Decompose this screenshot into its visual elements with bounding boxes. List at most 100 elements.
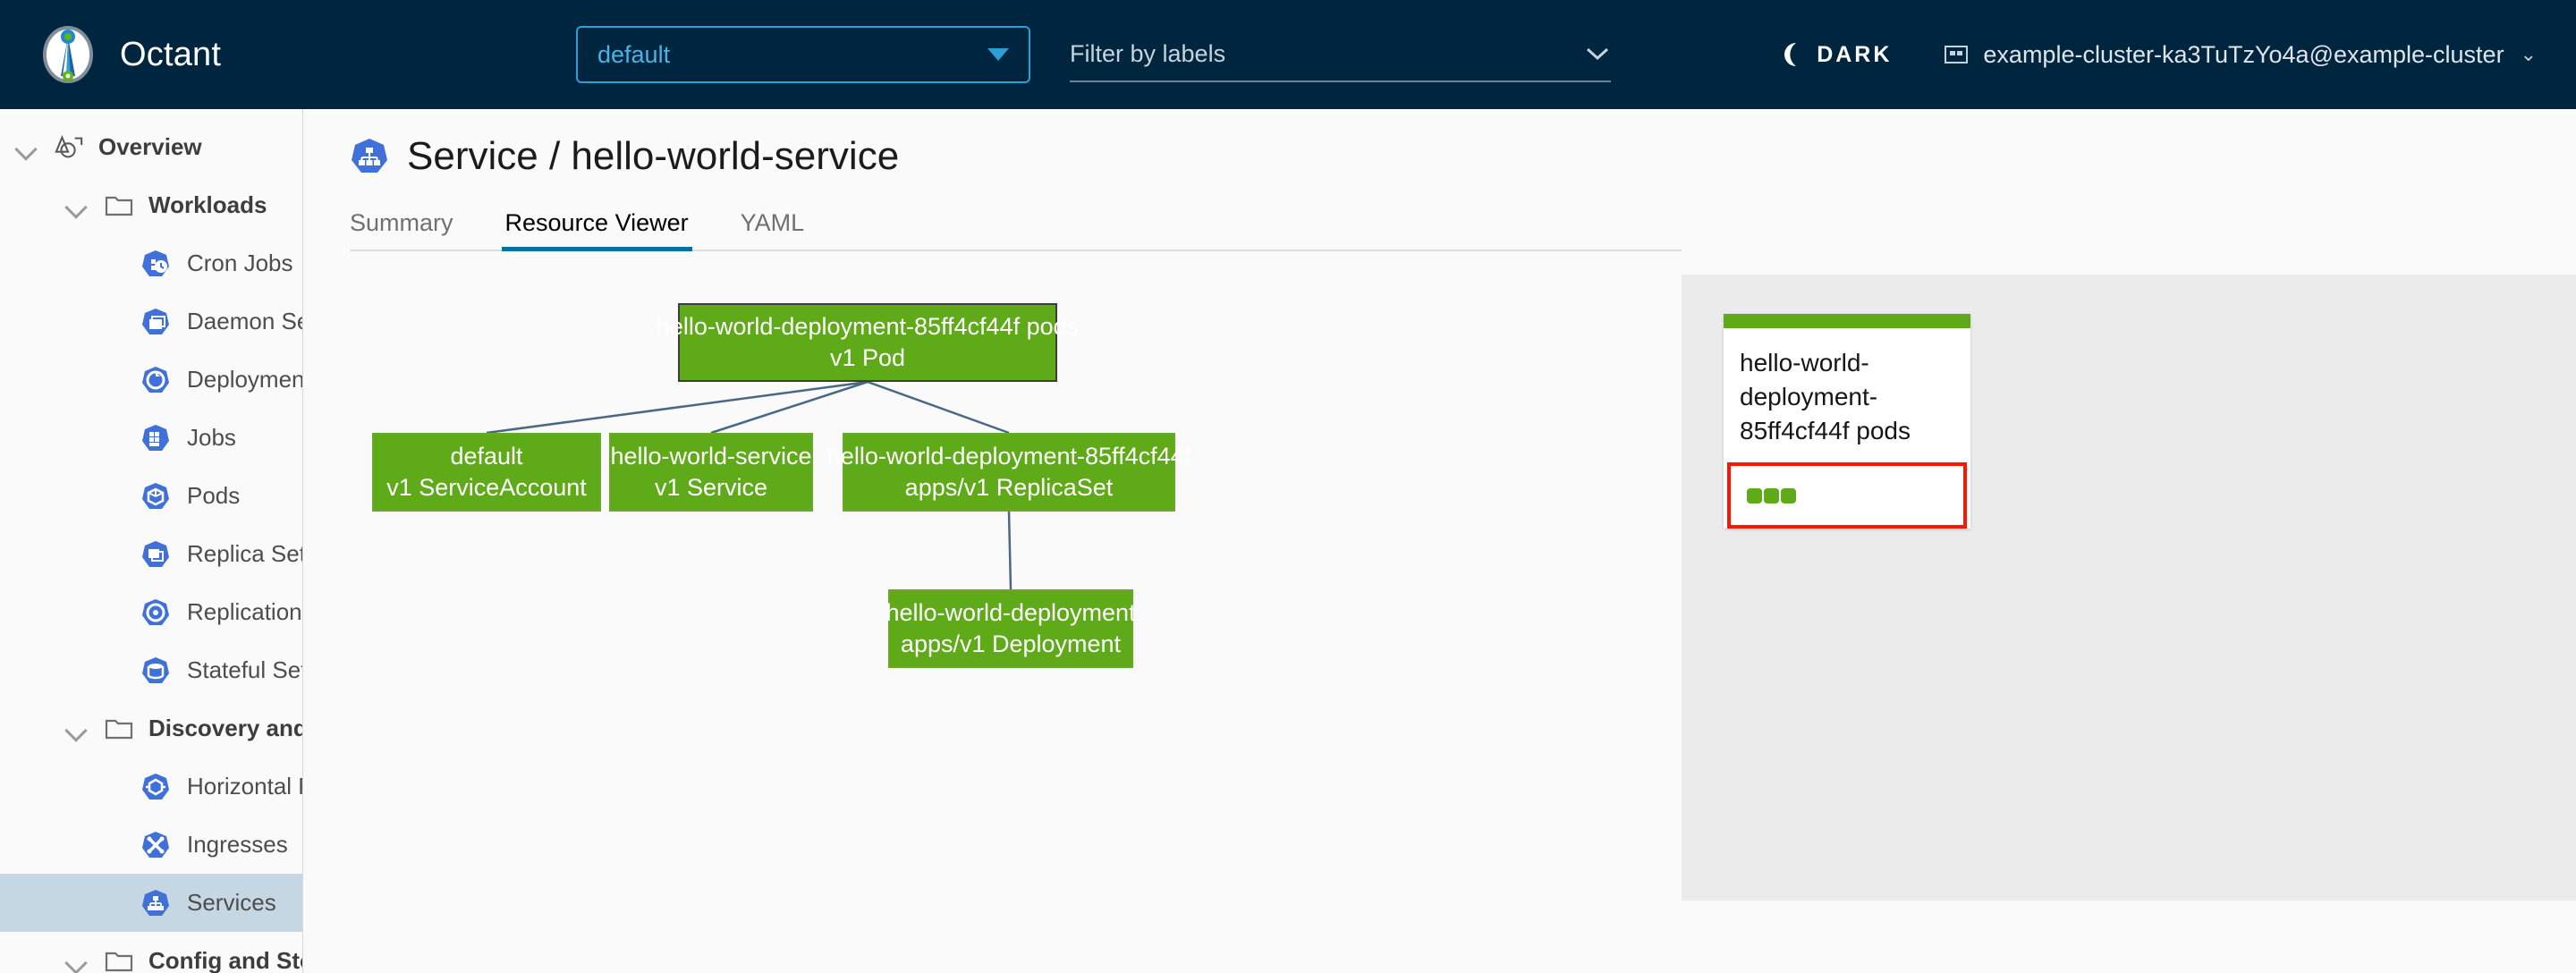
- replicaset-icon: [140, 539, 171, 570]
- graph-node-kind: v1 ServiceAccount: [386, 474, 587, 501]
- graph-node-name: hello-world-service: [610, 443, 812, 470]
- pod-status-dot[interactable]: [1764, 487, 1779, 503]
- sidebar-item-label: Daemon Sets: [187, 308, 302, 334]
- sidebar-item-deployments[interactable]: Deployments: [0, 351, 302, 409]
- graph-node-name: default: [450, 443, 523, 470]
- sidebar-item-stateful-sets[interactable]: Stateful Sets: [0, 641, 302, 699]
- sidebar-item-label: Cron Jobs: [187, 250, 293, 276]
- sidebar-item-ingresses[interactable]: Ingresses: [0, 816, 302, 874]
- sidebar-item-pods[interactable]: Pods: [0, 467, 302, 525]
- chevron-down-icon[interactable]: [13, 134, 39, 161]
- graph-node-kind: v1 Service: [654, 474, 768, 501]
- pod-icon: [140, 481, 171, 512]
- tab-bar[interactable]: Summary Resource Viewer YAML: [350, 202, 1682, 251]
- cluster-label: example-cluster-ka3TuTzYo4a@example-clus…: [1983, 40, 2504, 68]
- page-title-text: Service / hello-world-service: [407, 134, 900, 178]
- graph-node-pod[interactable]: hello-world-deployment-85ff4cf44f pods v1…: [657, 303, 1079, 382]
- tab-summary[interactable]: Summary: [350, 209, 453, 236]
- sidebar-item-services[interactable]: Services: [0, 874, 302, 932]
- folder-icon: [104, 190, 134, 221]
- dark-mode-toggle[interactable]: DARK: [1777, 40, 1892, 69]
- namespace-select-value: default: [597, 40, 671, 68]
- replicationcontroller-icon: [140, 597, 171, 628]
- service-icon: [350, 137, 389, 176]
- graph-edge: [486, 380, 869, 435]
- sidebar-item-config-and-storage[interactable]: Config and Storage: [0, 932, 302, 973]
- brand[interactable]: Octant: [39, 26, 558, 83]
- sidebar-item-replica-sets[interactable]: Replica Sets: [0, 525, 302, 583]
- graph-node-name: hello-world-deployment: [886, 599, 1136, 627]
- graph-node-sa[interactable]: default v1 ServiceAccount: [372, 433, 601, 512]
- pod-status-section[interactable]: [1727, 462, 1967, 529]
- content-row: hello-world-deployment-85ff4cf44f pods v1…: [350, 275, 2576, 901]
- deployment-icon: [140, 365, 171, 395]
- cluster-icon: [1945, 46, 1969, 63]
- app-header: Octant default Filter by labels DARK exa…: [0, 0, 2576, 109]
- sidebar-item-horizontal-pod-autoscalers[interactable]: Horizontal Pod Autoscalers: [0, 757, 302, 816]
- moon-icon: [1784, 43, 1797, 66]
- detail-card-title: hello-world-deployment-85ff4cf44f pods: [1740, 349, 1911, 445]
- header-right: DARK example-cluster-ka3TuTzYo4a@example…: [1777, 40, 2537, 69]
- chevron-down-icon[interactable]: [63, 192, 89, 219]
- sidebar-item-label: Pods: [187, 482, 241, 509]
- graph-node-deployment[interactable]: hello-world-deployment apps/v1 Deployment: [886, 589, 1136, 668]
- graph-edge: [867, 380, 1010, 435]
- chevron-down-icon: ⌄: [2520, 43, 2537, 65]
- sidebar-item-label: Horizontal Pod Autoscalers: [187, 773, 302, 800]
- sidebar-item-workloads[interactable]: Workloads: [0, 176, 302, 234]
- sidebar-item-label: Jobs: [187, 424, 236, 451]
- sidebar-item-replication-controllers[interactable]: Replication Controllers: [0, 583, 302, 641]
- graph-node-service[interactable]: hello-world-service v1 Service: [609, 433, 813, 512]
- pod-status-dots: [1747, 487, 1796, 503]
- hpa-icon: [140, 772, 171, 802]
- sidebar-item-cron-jobs[interactable]: Cron Jobs: [0, 234, 302, 292]
- resource-graph-panel[interactable]: hello-world-deployment-85ff4cf44f pods v1…: [350, 275, 1682, 901]
- cluster-select[interactable]: example-cluster-ka3TuTzYo4a@example-clus…: [1944, 41, 2537, 69]
- graph-node-kind: apps/v1 ReplicaSet: [904, 474, 1114, 501]
- sidebar-item-label: Stateful Sets: [187, 656, 302, 683]
- tab-resource-viewer[interactable]: Resource Viewer: [501, 202, 692, 251]
- sidebar-item-label: Replication Controllers: [187, 598, 302, 625]
- page-title: Service / hello-world-service: [350, 134, 2576, 179]
- cronjob-icon: [140, 249, 171, 279]
- namespace-select[interactable]: default: [576, 26, 1030, 83]
- sidebar-item-label: Discovery and Load Balancing: [148, 715, 302, 741]
- tab-yaml[interactable]: YAML: [740, 209, 805, 236]
- sidebar-item-discovery-and-load-balancing[interactable]: Discovery and Load Balancing: [0, 699, 302, 757]
- sidebar-item-jobs[interactable]: Jobs: [0, 409, 302, 467]
- job-icon: [140, 423, 171, 453]
- folder-icon: [104, 946, 134, 973]
- resource-graph-stage[interactable]: hello-world-deployment-85ff4cf44f pods v1…: [350, 275, 1682, 901]
- octant-lighthouse-logo: [39, 26, 97, 83]
- service-icon: [140, 888, 171, 918]
- graph-node-name: hello-world-deployment-85ff4cf44f pods: [656, 313, 1080, 341]
- chevron-down-icon: [1586, 47, 1609, 61]
- folder-icon: [104, 714, 134, 744]
- pod-status-dot[interactable]: [1747, 487, 1762, 503]
- label-filter-placeholder: Filter by labels: [1070, 39, 1226, 67]
- graph-edge: [710, 380, 869, 435]
- statefulset-icon: [140, 656, 171, 686]
- label-filter-input[interactable]: Filter by labels: [1070, 27, 1611, 82]
- pod-status-dot[interactable]: [1781, 487, 1796, 503]
- daemonset-icon: [140, 307, 171, 337]
- chevron-down-icon[interactable]: [63, 948, 89, 973]
- sidebar-item-overview[interactable]: Overview: [0, 118, 302, 176]
- resource-detail-card[interactable]: hello-world-deployment-85ff4cf44f pods: [1724, 314, 1970, 529]
- chevron-down-icon[interactable]: [63, 715, 89, 742]
- graph-node-kind: apps/v1 Deployment: [900, 630, 1122, 657]
- main-content: Service / hello-world-service Summary Res…: [303, 109, 2576, 973]
- detail-panel: hello-world-deployment-85ff4cf44f pods: [1682, 275, 2576, 901]
- sidebar-item-label: Overview: [98, 133, 202, 160]
- sidebar-item-label: Services: [187, 889, 276, 916]
- sidebar-item-label: Deployments: [187, 366, 302, 393]
- graph-node-kind: v1 Pod: [829, 344, 906, 371]
- sidebar-item-label: Ingresses: [187, 831, 288, 858]
- sidebar-item-daemon-sets[interactable]: Daemon Sets: [0, 292, 302, 351]
- graph-edges: [486, 380, 1013, 590]
- brand-name: Octant: [120, 35, 222, 73]
- sidebar-item-label: Workloads: [148, 191, 267, 218]
